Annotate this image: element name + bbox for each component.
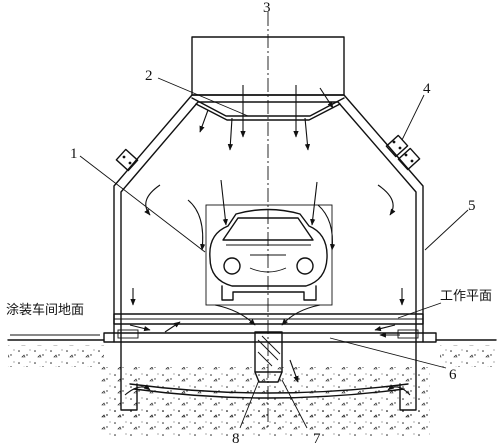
- car-body: [205, 204, 333, 306]
- exhaust-pit: [120, 341, 417, 411]
- ceiling-filter: [191, 97, 345, 121]
- callout-7: 7: [313, 431, 321, 447]
- air-flow-arrows: [124, 85, 411, 396]
- ground: [7, 339, 497, 438]
- callout-8: 8: [232, 431, 240, 447]
- callout-2: 2: [145, 68, 153, 84]
- callout-1: 1: [70, 146, 78, 162]
- workshop-floor-label: 涂装车间地面: [6, 302, 84, 318]
- callout-5: 5: [468, 198, 476, 214]
- callout-4: 4: [423, 81, 431, 97]
- callout-6: 6: [449, 367, 457, 383]
- work-platform-grating: [103, 313, 437, 343]
- water-separator: [254, 331, 283, 383]
- leader-lines: [10, 77, 469, 429]
- work-platform-label: 工作平面: [440, 289, 492, 304]
- light-fixtures: [115, 134, 421, 172]
- callout-3: 3: [263, 0, 271, 16]
